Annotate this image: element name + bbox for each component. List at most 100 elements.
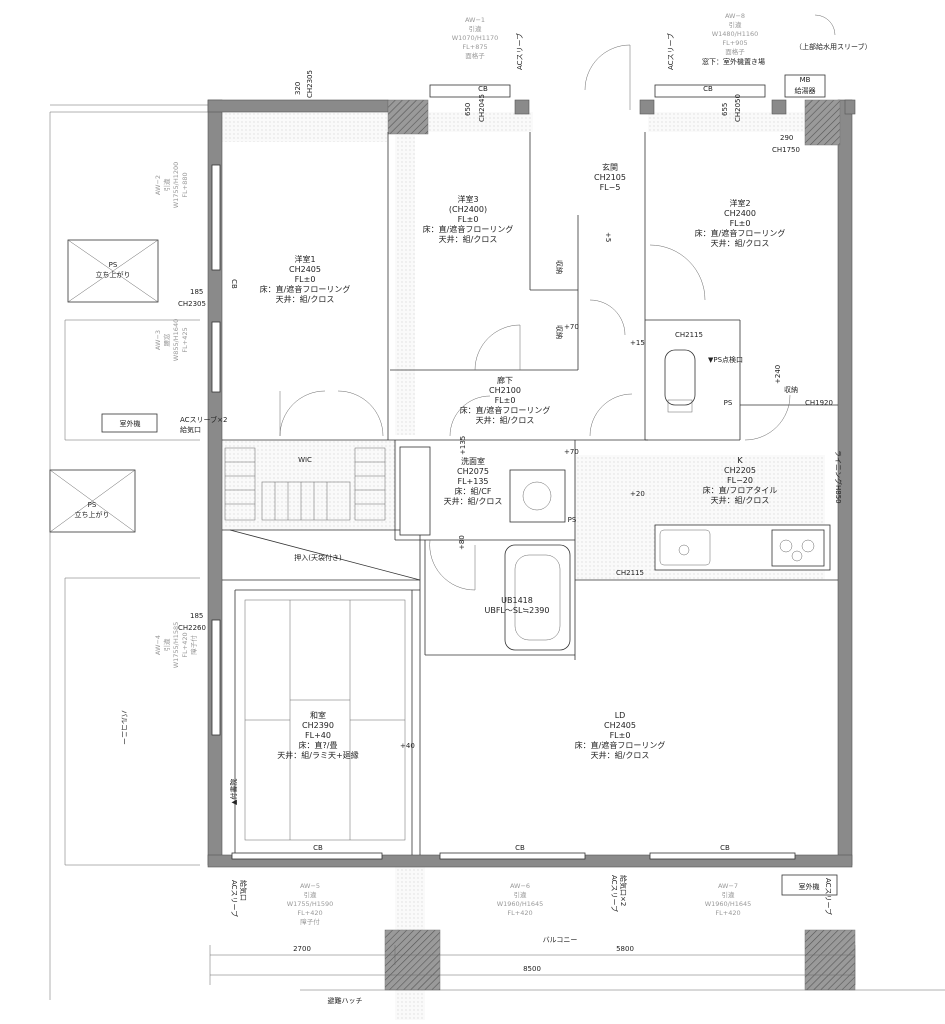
room-yoshitsu3-line: 洋室3 xyxy=(457,194,478,204)
outdoor-unit-left-box xyxy=(101,413,158,433)
ps-riser-label: 立ち上がり xyxy=(75,510,110,519)
ceiling-height-label: CH2050 xyxy=(734,94,742,122)
wic-shelves xyxy=(224,447,386,521)
kitchen-counter xyxy=(654,524,831,571)
room-yoshitsu2-line: 床：直/遮音フローリング xyxy=(695,228,786,238)
room-roka-line: FL±0 xyxy=(495,396,516,405)
ac-sleeve-bottom-left: ACスリーブ xyxy=(230,880,239,917)
cb-label: CB xyxy=(703,85,713,93)
ps-riser-label: PS xyxy=(88,501,97,509)
level-mark: +40 xyxy=(400,742,415,750)
bathtub xyxy=(504,544,571,651)
ac-sleeve-bottom-left: 給気口 xyxy=(239,880,248,901)
storage-label: 収納 xyxy=(555,260,564,274)
wic-label: WIC xyxy=(298,456,312,464)
room-yoshitsu2-line: 天井：組/クロス xyxy=(711,238,770,248)
room-roka-line: 天井：組/クロス xyxy=(476,415,535,425)
room-genkan-line: 玄関 xyxy=(602,162,618,172)
window-aw5-line: FL+420 xyxy=(297,909,322,917)
ac-sleeve-bottom-mid: ACスリーブ xyxy=(610,875,619,912)
storage-label-toilet: 収納 xyxy=(784,385,798,394)
ac-sleeve-bottom-mid: 給気口×2 xyxy=(619,875,628,906)
room-yoshitsu2-line: CH2400 xyxy=(724,209,756,218)
wic-floor xyxy=(222,440,397,530)
level-mark: +80 xyxy=(458,535,466,550)
room-ub-line: UB1418 xyxy=(501,596,533,605)
window-aw7-line: FL+420 xyxy=(715,909,740,917)
room-senmen-line: 洗面室 xyxy=(461,456,485,466)
window-aw3-line: 腰窓 xyxy=(162,333,171,347)
level-mark: +5 xyxy=(604,232,612,242)
outdoor-unit-right-label: 室外機 xyxy=(799,882,820,891)
dimension-label: 655 xyxy=(721,103,729,116)
dimension-label: 320 xyxy=(294,82,302,95)
window-aw4-line: 障子付 xyxy=(189,635,198,655)
upper-water-sleeve-label: （上部給水用スリーブ） xyxy=(795,42,872,51)
window-aw2-line: 引違 xyxy=(162,178,171,192)
room-senmen-line: 床：組/CF xyxy=(455,486,492,496)
dimension-label: 185 xyxy=(190,612,203,620)
window-aw1-line: 面格子 xyxy=(465,51,485,60)
exterior-walls xyxy=(207,99,856,991)
cb-label: CB xyxy=(230,279,238,289)
dimension-label: 185 xyxy=(190,288,203,296)
window-aw8-line: 面格子 xyxy=(725,47,745,56)
ps-riser-label: 立ち上がり xyxy=(96,270,131,279)
window-aw6-line: 引違 xyxy=(514,890,528,899)
window-aw3-line: AW−3 xyxy=(154,330,162,350)
oshiire-label: 押入(天袋付き) xyxy=(294,553,342,562)
level-mark: +20 xyxy=(630,490,645,498)
cb-label: CB xyxy=(515,844,525,852)
dotted-area xyxy=(648,112,838,132)
ceiling-height-label: CH1750 xyxy=(772,146,800,154)
level-mark: +240 xyxy=(774,365,782,384)
mb-label: MB xyxy=(800,76,811,84)
window-aw8-line: W1480/H1160 xyxy=(712,30,759,38)
window-aw6-line: W1960/H1645 xyxy=(497,900,544,908)
window-aw7-line: 引違 xyxy=(722,890,736,899)
room-senmen-line: 天井：組/クロス xyxy=(444,496,503,506)
evac-hatch-label: 避難ハッチ xyxy=(328,996,363,1005)
room-ld-line: LD xyxy=(615,711,626,720)
storage-label: 収納 xyxy=(555,325,564,339)
window-aw7-line: W1960/H1645 xyxy=(705,900,752,908)
window-aw8-line: FL+905 xyxy=(722,39,747,47)
room-yoshitsu1-line: FL±0 xyxy=(295,275,316,284)
window-aw8-line: AW−8 xyxy=(725,12,745,20)
room-roka-line: 廊下 xyxy=(497,375,513,385)
ceiling-height-label: CH2305 xyxy=(306,70,314,98)
ceiling-height-label: CH2260 xyxy=(178,624,206,632)
dimension-label: 5800 xyxy=(616,945,634,953)
room-genkan-line: CH2105 xyxy=(594,173,626,182)
dimension-label: 290 xyxy=(780,134,793,142)
tatami-mats xyxy=(244,599,406,841)
ceiling-height-label: CH2045 xyxy=(478,94,486,122)
room-genkan-line: FL−5 xyxy=(600,183,621,192)
room-kitchen-line: CH2205 xyxy=(724,466,756,475)
room-kitchen-line: 天井：組/クロス xyxy=(711,495,770,505)
dimension-label: 8500 xyxy=(523,965,541,973)
window-labels: AW−1引違W1070/H1170FL+875面格子AW−8引違W1480/H1… xyxy=(154,12,758,926)
window-aw5-line: AW−5 xyxy=(300,882,320,890)
window-aw4-line: AW−4 xyxy=(154,635,162,655)
outdoor-unit-left-label: 室外機 xyxy=(120,419,141,428)
room-yoshitsu1-line: 床：直/遮音フローリング xyxy=(260,284,351,294)
room-washitsu-line: 和室 xyxy=(310,710,326,720)
washbasin xyxy=(509,469,566,523)
ps-label: PS xyxy=(724,399,733,407)
room-roka-line: CH2100 xyxy=(489,386,521,395)
ps-riser-top xyxy=(67,239,159,303)
washing-machine-space xyxy=(399,446,431,536)
